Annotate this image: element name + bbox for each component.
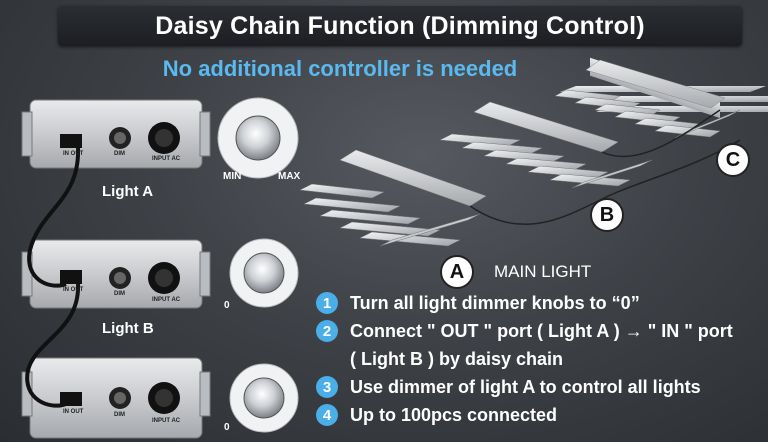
- dial-a-max: MAX: [278, 171, 301, 182]
- step-2-continued: ( Light B ) by daisy chain: [316, 346, 766, 374]
- badge-a: A: [440, 255, 474, 289]
- step-2: 2 Connect " OUT " port ( Light A ) → " I…: [316, 318, 766, 346]
- page-title: Daisy Chain Function (Dimming Control): [155, 11, 645, 40]
- step-text: Up to 100pcs connected: [350, 405, 558, 425]
- step-3: 3 Use dimmer of light A to control all l…: [316, 374, 766, 402]
- badge-c: C: [716, 143, 750, 177]
- light-label-a: Light A: [102, 183, 154, 200]
- dim-label-b: DIM: [114, 291, 125, 297]
- input-label-b: INPUT AC: [152, 297, 181, 303]
- input-label-a: INPUT AC: [152, 156, 181, 162]
- instruction-steps: 1 Turn all light dimmer knobs to “0” 2 C…: [316, 290, 766, 430]
- dim-label-c: DIM: [114, 412, 125, 418]
- step-1: 1 Turn all light dimmer knobs to “0”: [316, 290, 766, 318]
- step-text: Use dimmer of light A to control all lig…: [350, 377, 701, 397]
- step-number: 1: [316, 292, 338, 314]
- driver-panel-b: [21, 239, 211, 309]
- step-4: 4 Up to 100pcs connected: [316, 402, 766, 430]
- dimmer-dial-a: [217, 97, 299, 179]
- main-light-label: MAIN LIGHT: [494, 262, 592, 281]
- dial-c-zero: 0: [224, 422, 230, 433]
- dimmer-dial-c: [229, 363, 299, 433]
- fixture-b: [439, 101, 653, 189]
- badge-b: B: [590, 198, 624, 232]
- port-label-b: IN OUT: [63, 287, 84, 293]
- fixture-c-spine: [554, 59, 741, 139]
- step-number: 4: [316, 404, 338, 426]
- title-bar: Daisy Chain Function (Dimming Control): [58, 6, 742, 46]
- page-subtitle: No additional controller is needed: [162, 56, 518, 81]
- port-label-a: IN OUT: [63, 151, 84, 157]
- step-text: Turn all light dimmer knobs to “0”: [350, 293, 640, 313]
- step-number: 2: [316, 320, 338, 342]
- step-number: 3: [316, 376, 338, 398]
- driver-panel-c: [21, 357, 211, 439]
- port-label-c: IN OUT: [63, 409, 84, 415]
- input-label-c: INPUT AC: [152, 418, 181, 424]
- fixture-a: [299, 149, 487, 247]
- step-text: Connect " OUT " port ( Light A ) → " IN …: [350, 321, 733, 341]
- light-label-b: Light B: [102, 320, 154, 337]
- driver-panel-a: [21, 99, 211, 169]
- step-text-continued: ( Light B ) by daisy chain: [350, 349, 564, 369]
- dimmer-dial-b: [229, 238, 299, 308]
- dial-a-min: MIN: [223, 171, 242, 182]
- dial-b-zero: 0: [224, 300, 230, 311]
- dim-label-a: DIM: [114, 151, 125, 157]
